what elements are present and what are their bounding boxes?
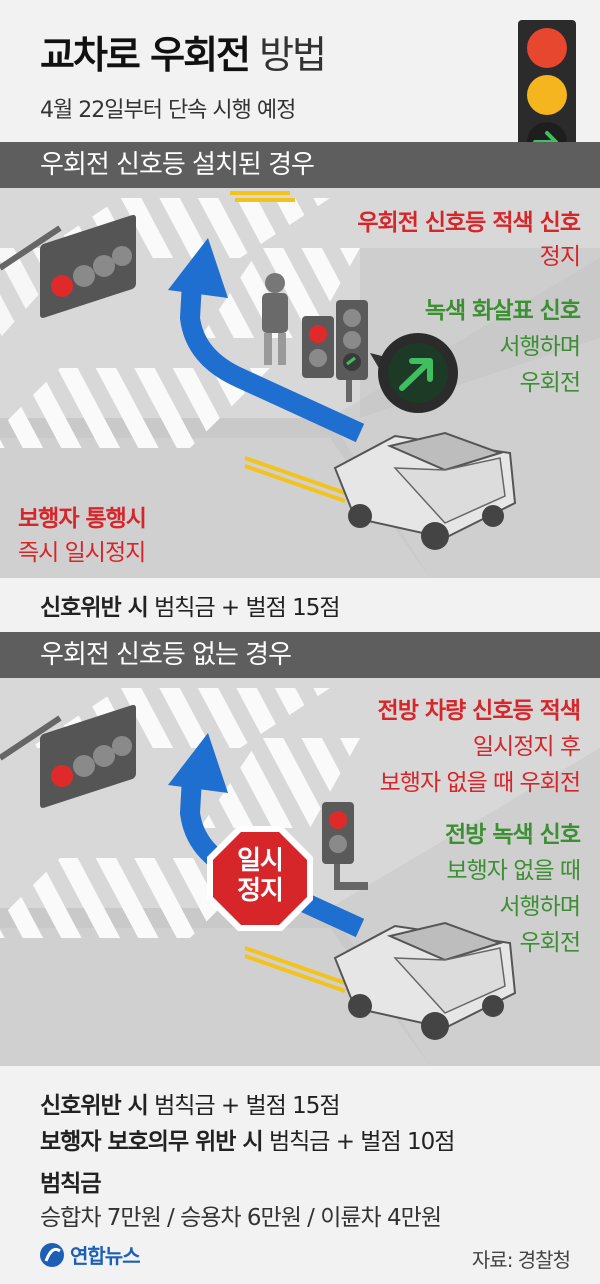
page-title: 교차로 우회전 방법 [40, 24, 327, 79]
section1-bar: 우회전 신호등 설치된 경우 [0, 142, 600, 188]
s2-red-signal-line1: 일시정지 후 [472, 734, 581, 760]
footer-line2: 보행자 보호의무 위반 시 범칙금 + 벌점 10점 [40, 1129, 455, 1155]
title-bold: 교차로 우회전 [40, 33, 251, 77]
s1-green-arrow-line2: 우회전 [519, 370, 581, 396]
s1-penalty: 신호위반 시 범칙금 + 벌점 15점 [40, 595, 341, 621]
section2-scene: 일시 정지 전방 차량 신호등 적색 일시정지 후 보행자 없을 때 우회전 전… [0, 678, 600, 1066]
stop-sign: 일시 정지 [230, 846, 290, 906]
s2-green-signal-line3: 우회전 [519, 930, 581, 956]
page-subtitle: 4월 22일부터 단속 시행 예정 [40, 98, 296, 123]
fine-title: 범칙금 [40, 1171, 101, 1197]
fine-text: 승합차 7만원 / 승용차 6만원 / 이륜차 4만원 [40, 1205, 442, 1231]
stop-sign-line2: 정지 [237, 876, 284, 906]
s1-green-arrow-line1: 서행하며 [499, 334, 581, 360]
s1-pedestrian-text: 즉시 일시정지 [18, 540, 146, 566]
s1-red-signal-text: 정지 [539, 244, 581, 270]
s2-red-signal-line2: 보행자 없을 때 우회전 [379, 770, 581, 796]
s2-red-signal-title: 전방 차량 신호등 적색 [377, 698, 581, 724]
section1-scene: 우회전 신호등 적색 신호 정지 녹색 화살표 신호 서행하며 우회전 보행자 … [0, 188, 600, 578]
yonhap-logo-icon [40, 1242, 64, 1267]
section2-bar: 우회전 신호등 없는 경우 [0, 632, 600, 678]
logo: 연합뉴스 [38, 1240, 141, 1269]
red-lamp [527, 28, 567, 68]
s2-green-signal-title: 전방 녹색 신호 [445, 822, 581, 848]
intersection-illustration-1 [0, 188, 600, 578]
s2-green-signal-line1: 보행자 없을 때 [446, 858, 581, 884]
title-light: 방법 [259, 33, 327, 77]
s2-green-signal-line2: 서행하며 [499, 894, 581, 920]
yellow-lamp [527, 75, 567, 115]
s1-red-signal-title: 우회전 신호등 적색 신호 [357, 210, 581, 236]
stop-sign-line1: 일시 [237, 846, 284, 876]
s1-green-arrow-title: 녹색 화살표 신호 [424, 298, 581, 324]
logo-text: 연합뉴스 [70, 1244, 141, 1268]
intersection-illustration-2 [0, 678, 600, 1066]
s1-pedestrian-title: 보행자 통행시 [18, 506, 147, 532]
source: 자료: 경찰청 [471, 1248, 571, 1272]
footer-line1: 신호위반 시 범칙금 + 벌점 15점 [40, 1093, 341, 1119]
